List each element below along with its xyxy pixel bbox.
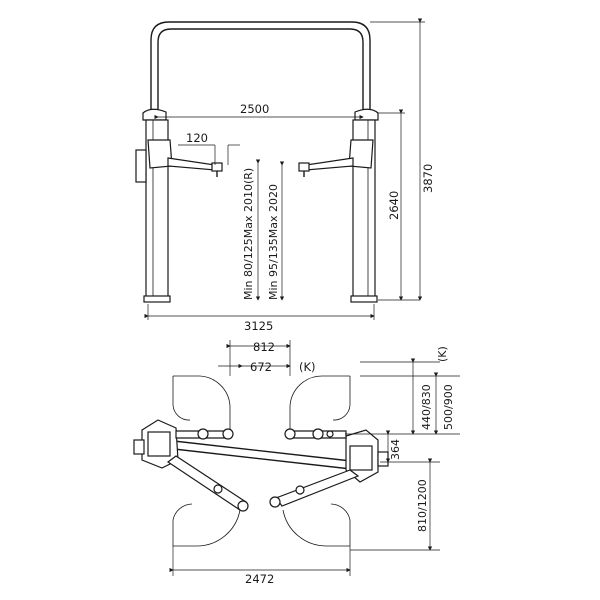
- right-long-arm: [275, 469, 360, 507]
- front-view: 2500 120 Min 80/125Max 2010(R) Min 95/13…: [135, 18, 435, 333]
- plan-view: 812 672 (K) 440/830 500/900 (K) 364 810/…: [133, 340, 460, 586]
- dim-2640: 2640: [387, 191, 401, 220]
- left-arm: [167, 157, 216, 171]
- dim-440-830: 440/830: [420, 384, 433, 430]
- dim-lift-range-k: Min 95/135Max 2020: [267, 184, 280, 300]
- dim-812: 812: [253, 340, 275, 354]
- arm-swing-arc-left: [173, 375, 231, 434]
- right-arm: [305, 157, 354, 171]
- dim-3870: 3870: [421, 164, 435, 193]
- left-long-arm: [166, 455, 247, 511]
- dim-810-1200: 810/1200: [416, 479, 429, 532]
- dim-2472: 2472: [245, 572, 274, 586]
- dim-364: 364: [389, 439, 402, 460]
- dim-2500: 2500: [240, 102, 269, 116]
- dim-lift-range-r: Min 80/125Max 2010(R): [242, 168, 255, 300]
- arm-swing-arc-right: [289, 375, 350, 434]
- dim-500-900: 500/900: [442, 384, 455, 430]
- overhead-frame: [150, 21, 371, 113]
- k-label-top: (K): [299, 360, 316, 374]
- dim-672: 672: [250, 360, 272, 374]
- floor-plate: [164, 439, 361, 463]
- dim-120: 120: [186, 131, 208, 145]
- k-label-right: (K): [436, 346, 449, 362]
- dim-3125: 3125: [244, 319, 273, 333]
